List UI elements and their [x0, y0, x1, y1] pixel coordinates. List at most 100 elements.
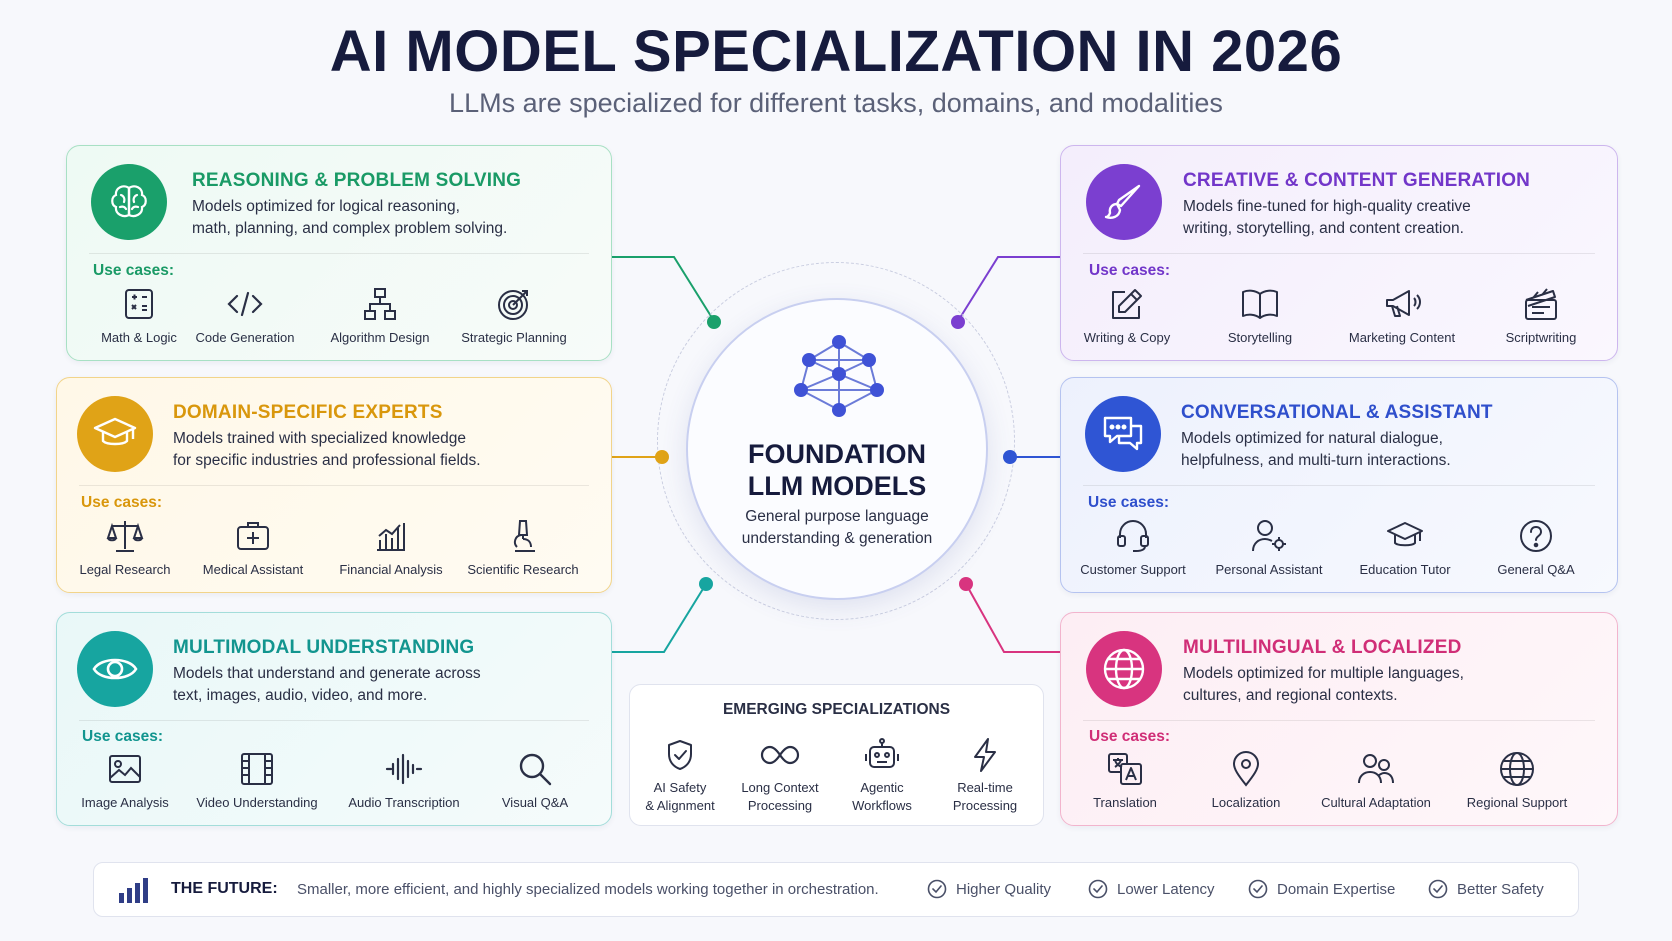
headset-icon [1117, 520, 1149, 552]
use-case-label: Scriptwriting [1505, 330, 1577, 345]
page-title: AI MODEL SPECIALIZATION IN 2026 [329, 19, 1343, 84]
benefit-label: Better Safety [1457, 880, 1544, 898]
emerging-item-ai-safety[interactable]: AI Safety& Alignment [630, 737, 730, 815]
question-icon [1520, 520, 1552, 552]
desc-line2: cultures, and regional contexts. [1183, 687, 1398, 704]
future-label: THE FUTURE: [171, 880, 278, 897]
benefit-label: Lower Latency [1117, 880, 1215, 898]
card-description: Models optimized for logical reasoning, … [192, 196, 572, 240]
use-cases-label: Use cases: [82, 728, 164, 745]
use-case-image-analysis[interactable]: Image Analysis [55, 749, 195, 810]
use-case-storytelling[interactable]: Storytelling [1190, 284, 1330, 345]
use-case-localization[interactable]: Localization [1176, 749, 1316, 810]
use-case-label: Storytelling [1227, 330, 1293, 345]
bar-chart-icon [119, 878, 148, 903]
benefit-domain-expertise: Domain Expertise [1248, 879, 1395, 899]
use-case-strategic-planning[interactable]: Strategic Planning [444, 284, 584, 345]
card-conversational: CONVERSATIONAL & ASSISTANT Models optimi… [1060, 377, 1618, 593]
center-title: FOUNDATION LLM MODELS [688, 438, 986, 502]
emerging-title: EMERGING SPECIALIZATIONS [722, 701, 951, 718]
use-case-writing-copy[interactable]: Writing & Copy [1057, 284, 1197, 345]
scales-icon [106, 521, 144, 552]
neural-network-icon [794, 335, 884, 417]
use-case-label: Visual Q&A [501, 795, 569, 810]
people-icon [1358, 754, 1394, 784]
globe-icon [1086, 631, 1162, 707]
use-case-label: Localization [1211, 795, 1281, 810]
use-case-label: Legal Research [79, 562, 171, 577]
use-case-algorithm-design[interactable]: Algorithm Design [310, 284, 450, 345]
use-case-label: Medical Assistant [202, 562, 304, 577]
card-description: Models optimized for natural dialogue, h… [1181, 428, 1561, 472]
use-case-medical-assistant[interactable]: Medical Assistant [183, 516, 323, 577]
robot-icon [865, 738, 899, 768]
use-case-code-generation[interactable]: Code Generation [175, 284, 315, 345]
card-reasoning: REASONING & PROBLEM SOLVING Models optim… [66, 145, 612, 361]
emerging-specializations-box: EMERGING SPECIALIZATIONS AI Safety& Alig… [629, 684, 1044, 826]
use-case-general-qa[interactable]: General Q&A [1466, 516, 1606, 577]
card-description: Models optimized for multiple languages,… [1183, 663, 1563, 707]
use-cases-label: Use cases: [1089, 262, 1171, 279]
use-case-legal-research[interactable]: Legal Research [55, 516, 195, 577]
use-case-regional-support[interactable]: Regional Support [1447, 749, 1587, 810]
card-description: Models that understand and generate acro… [173, 663, 553, 707]
use-case-label: Education Tutor [1359, 562, 1451, 577]
connector-dot-multimodal [699, 577, 713, 591]
desc-line2: helpfulness, and multi-turn interactions… [1181, 452, 1451, 469]
desc-line1: Models optimized for logical reasoning, [192, 198, 460, 215]
graduation-cap-icon [1387, 522, 1423, 547]
use-case-label: Financial Analysis [339, 562, 443, 577]
emerging-label-line2: Processing [747, 798, 813, 813]
use-case-label: Math & Logic [101, 330, 177, 345]
use-case-label: Translation [1093, 795, 1157, 810]
benefit-label: Domain Expertise [1277, 880, 1396, 898]
lightning-icon [974, 738, 996, 772]
use-case-audio-transcription[interactable]: Audio Transcription [334, 749, 474, 810]
use-case-customer-support[interactable]: Customer Support [1063, 516, 1203, 577]
use-case-label: Video Understanding [196, 795, 318, 810]
use-case-label: Code Generation [195, 330, 295, 345]
use-cases-label: Use cases: [93, 262, 175, 279]
card-divider [79, 720, 589, 721]
shield-check-icon [668, 740, 692, 770]
paintbrush-icon [1086, 164, 1162, 240]
desc-line2: writing, storytelling, and content creat… [1183, 220, 1464, 237]
card-title: REASONING & PROBLEM SOLVING [192, 170, 522, 191]
code-icon [227, 291, 263, 317]
use-case-label: Scientific Research [467, 562, 579, 577]
use-case-math-logic[interactable]: Math & Logic [69, 284, 209, 345]
check-circle-icon [927, 879, 947, 899]
emerging-label-line1: Long Context [741, 780, 819, 795]
image-icon [109, 755, 141, 783]
use-case-marketing-content[interactable]: Marketing Content [1332, 284, 1472, 345]
use-case-financial-analysis[interactable]: Financial Analysis [321, 516, 461, 577]
clapperboard-icon [1525, 288, 1557, 320]
graduation-cap-icon [77, 396, 153, 472]
translate-icon [1108, 753, 1142, 785]
use-case-cultural-adaptation[interactable]: Cultural Adaptation [1306, 749, 1446, 810]
card-divider [79, 485, 589, 486]
use-case-education-tutor[interactable]: Education Tutor [1335, 516, 1475, 577]
use-case-personal-assistant[interactable]: Personal Assistant [1199, 516, 1339, 577]
desc-line1: Models optimized for multiple languages, [1183, 665, 1464, 682]
use-case-scriptwriting[interactable]: Scriptwriting [1471, 284, 1611, 345]
use-case-video-understanding[interactable]: Video Understanding [187, 749, 327, 810]
card-title: CREATIVE & CONTENT GENERATION [1183, 170, 1531, 191]
use-case-translation[interactable]: Translation [1055, 749, 1195, 810]
emerging-label-line2: Workflows [852, 798, 912, 813]
use-case-label: Algorithm Design [330, 330, 430, 345]
use-case-scientific-research[interactable]: Scientific Research [453, 516, 593, 577]
benefit-lower-latency: Lower Latency [1088, 879, 1215, 899]
use-case-visual-qa[interactable]: Visual Q&A [465, 749, 605, 810]
target-icon [498, 290, 528, 320]
desc-line1: Models that understand and generate acro… [173, 665, 481, 682]
desc-line2: for specific industries and professional… [173, 452, 481, 469]
desc-line1: Models trained with specialized knowledg… [173, 430, 466, 447]
use-case-label: General Q&A [1497, 562, 1575, 577]
benefit-better-safety: Better Safety [1428, 879, 1544, 899]
desc-line1: Models optimized for natural dialogue, [1181, 430, 1443, 447]
